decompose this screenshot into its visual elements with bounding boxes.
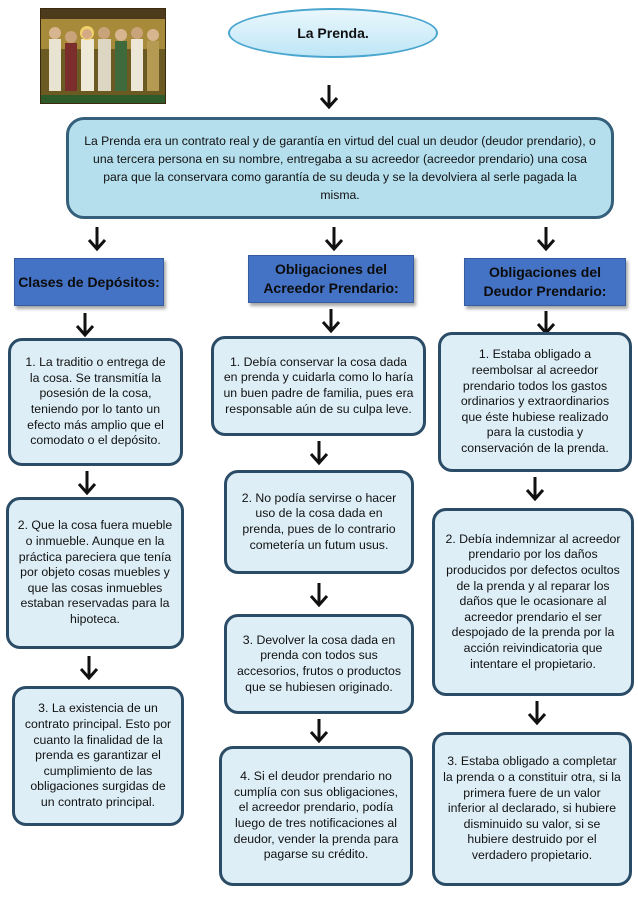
card-text: 2. Debía indemnizar al acreedor prendari… [445,531,621,671]
card-clases-3: 3. La existencia de un contrato principa… [12,686,184,826]
down-arrow-icon [321,309,341,334]
down-arrow-icon [75,313,95,338]
card-deudor-1: 1. Estaba obligado a reembolsar al acree… [438,332,632,472]
header-obligaciones-deudor: Obligaciones del Deudor Prendario: [464,258,626,306]
card-clases-1: 1. La traditio o entrega de la cosa. Se … [8,338,183,466]
header-clases-depositos: Clases de Depósitos: [14,258,164,306]
header-obligaciones-acreedor: Obligaciones del Acreedor Prendario: [248,255,414,303]
card-acreedor-2: 2. No podía servirse o hacer uso de la c… [224,470,414,574]
card-text: 1. Debía conservar la cosa dada en prend… [223,354,414,416]
card-clases-2: 2. Que la cosa fuera mueble o inmueble. … [6,497,184,649]
card-acreedor-3: 3. Devolver la cosa dada en prenda con t… [224,614,414,714]
card-acreedor-4: 4. Si el deudor prendario no cumplía con… [219,746,413,886]
card-text: 2. Que la cosa fuera mueble o inmueble. … [17,518,173,626]
card-acreedor-1: 1. Debía conservar la cosa dada en prend… [211,336,426,436]
card-deudor-2: 2. Debía indemnizar al acreedor prendari… [432,508,634,696]
down-arrow-icon [309,441,329,466]
down-arrow-icon [527,701,547,726]
card-text: 4. Si el deudor prendario no cumplía con… [233,769,399,862]
definition-box: La Prenda era un contrato real y de gara… [66,117,614,219]
down-arrow-icon [79,656,99,681]
down-arrow-icon [309,583,329,608]
down-arrow-icon [87,227,107,252]
title-oval: La Prenda. [228,8,438,58]
definition-text: La Prenda era un contrato real y de gara… [84,134,596,202]
header-label: Obligaciones del Acreedor Prendario: [263,261,399,296]
card-text: 1. Estaba obligado a reembolsar al acree… [460,347,610,455]
card-text: 1. La traditio o entrega de la cosa. Se … [25,355,166,448]
down-arrow-icon [324,227,344,252]
header-label: Obligaciones del Deudor Prendario: [483,264,607,299]
page-title: La Prenda. [297,25,369,41]
card-deudor-3: 3. Estaba obligado a completar la prenda… [432,732,632,886]
down-arrow-icon [309,719,329,744]
card-text: 2. No podía servirse o hacer uso de la c… [241,490,397,552]
down-arrow-icon [536,227,556,252]
card-text: 3. Devolver la cosa dada en prenda con t… [236,632,402,694]
byzantine-mosaic-image [40,8,166,104]
card-text: 3. La existencia de un contrato principa… [24,701,172,809]
down-arrow-icon [77,471,97,496]
card-text: 3. Estaba obligado a completar la prenda… [443,754,621,862]
down-arrow-icon [319,85,339,110]
down-arrow-icon [525,477,545,502]
header-label: Clases de Depósitos: [18,273,160,290]
